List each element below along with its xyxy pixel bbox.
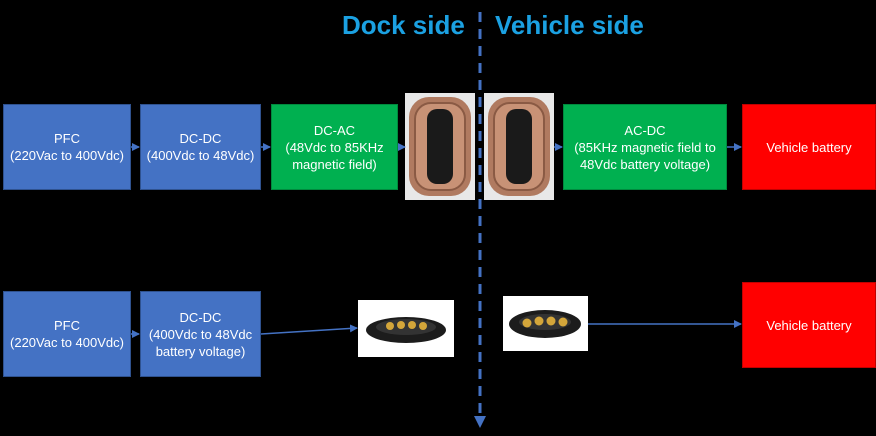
dock-side-heading: Dock side xyxy=(342,10,465,40)
arrow-bottom-dcdc-to-connector xyxy=(260,324,358,335)
vehicle-side-heading: Vehicle side xyxy=(495,10,644,40)
induction-coil-icon xyxy=(405,93,475,200)
top-acdc-block: AC-DC (85KHz magnetic field to 48Vdc bat… xyxy=(563,104,727,190)
pogo-pin-connector-icon xyxy=(503,296,588,351)
induction-coil-icon xyxy=(484,93,554,200)
bottom-pfc-block: PFC (220Vac to 400Vdc) xyxy=(3,291,131,377)
divider-arrowhead xyxy=(474,416,486,428)
top-dcac-block: DC-AC (48Vdc to 85KHz magnetic field) xyxy=(271,104,398,190)
bottom-dcdc-block: DC-DC (400Vdc to 48Vdc battery voltage) xyxy=(140,291,261,377)
pogo-pin-connector-icon xyxy=(358,300,454,357)
top-pfc-block: PFC (220Vac to 400Vdc) xyxy=(3,104,131,190)
top-dcdc-block: DC-DC (400Vdc to 48Vdc) xyxy=(140,104,261,190)
bottom-vehicle-battery-block: Vehicle battery xyxy=(742,282,876,368)
top-vehicle-battery-block: Vehicle battery xyxy=(742,104,876,190)
